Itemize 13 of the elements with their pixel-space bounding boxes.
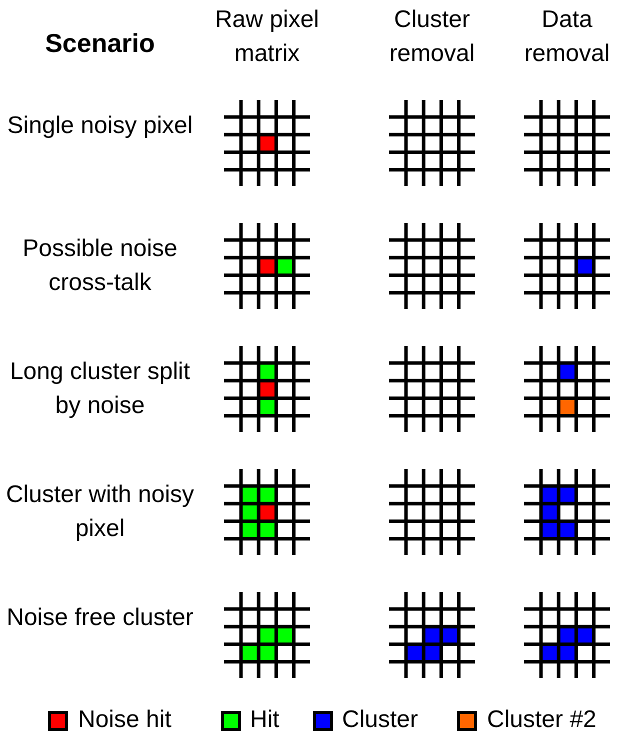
scenario-label: Cluster with noisy pixel	[4, 480, 196, 544]
legend-label: Cluster	[342, 706, 418, 734]
legend-label: Noise hit	[78, 706, 172, 734]
scenario-label: Possible noise cross-talk	[22, 234, 178, 298]
scenario-label: Single noisy pixel	[6, 111, 194, 141]
column-header: Data removal	[523, 5, 611, 69]
scenario-label: Noise free cluster	[6, 603, 194, 633]
column-header: Raw pixel matrix	[214, 5, 320, 69]
scenario-label: Long cluster split by noise	[8, 357, 192, 421]
legend-label: Hit	[250, 706, 280, 734]
column-header: Scenario	[44, 27, 156, 60]
column-header: Cluster removal	[388, 5, 476, 69]
legend-label: Cluster #2	[487, 706, 596, 734]
